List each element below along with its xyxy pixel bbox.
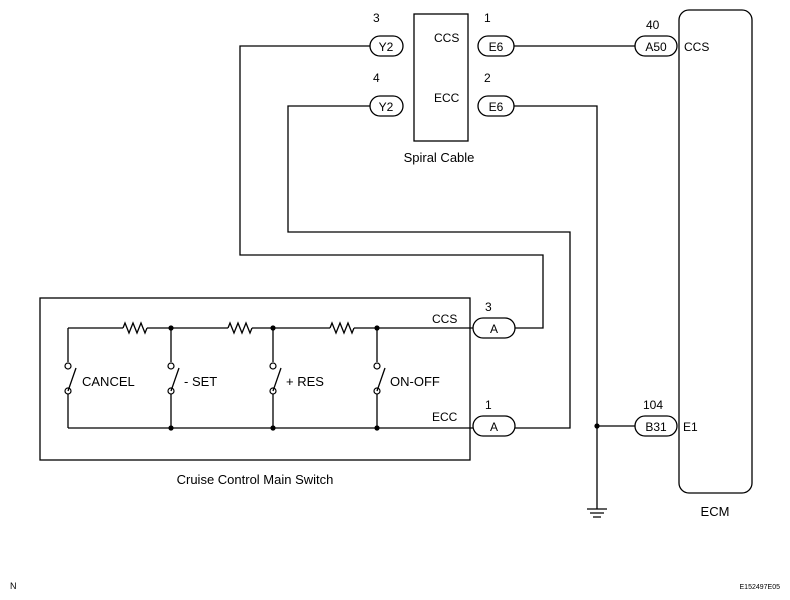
ecm-e1-pin-number: 104 [643, 398, 663, 412]
a-ecc-pin-number: 1 [485, 398, 492, 412]
corner-mark-left: N [10, 581, 17, 591]
y2-ecc-connector-label: Y2 [379, 100, 394, 114]
resistor-2 [227, 321, 253, 335]
a-ccs-connector-label: A [490, 322, 498, 336]
ecm-box [678, 9, 753, 494]
main-switch-pin-ecc: ECC [432, 410, 458, 424]
y2-ecc-pin-number: 4 [373, 71, 380, 85]
figure-code: E152497E05 [740, 584, 781, 591]
resistor-1 [122, 321, 148, 335]
ecm-pin-ccs: CCS [684, 40, 709, 54]
ecm-ccs-pin-number: 40 [646, 18, 660, 32]
a-ecc-connector-label: A [490, 420, 498, 434]
ground-symbol [587, 508, 607, 518]
switch-res-label: + RES [286, 374, 324, 389]
resistor-3 [329, 321, 355, 335]
switch-top-rail [68, 321, 473, 335]
ecm-label: ECM [701, 504, 730, 519]
switch-set [167, 328, 180, 428]
spiral-pin-ccs: CCS [434, 31, 459, 45]
junction-dots [168, 325, 600, 431]
main-switch-box [39, 297, 471, 461]
spiral-pin-ecc: ECC [434, 91, 460, 105]
a-ecc-connector [472, 415, 516, 437]
switch-set-label: - SET [184, 374, 217, 389]
main-switch-pin-ccs: CCS [432, 312, 457, 326]
e6-ccs-pin-number: 1 [484, 11, 491, 25]
main-switch-label: Cruise Control Main Switch [177, 472, 334, 487]
y2-ccs-connector-label: Y2 [379, 40, 394, 54]
e6-ecc-pin-number: 2 [484, 71, 491, 85]
spiral-cable-box [413, 13, 469, 142]
y2-ccs-pin-number: 3 [373, 11, 380, 25]
e6-ccs-connector-label: E6 [489, 40, 504, 54]
switch-res [269, 328, 282, 428]
switch-on-off-label: ON-OFF [390, 374, 440, 389]
b31-connector-label: B31 [645, 420, 667, 434]
e6-ecc-connector-label: E6 [489, 100, 504, 114]
wire-ecc-switch [287, 105, 571, 429]
a50-connector-label: A50 [645, 40, 667, 54]
spiral-cable-label: Spiral Cable [404, 150, 475, 165]
switch-on-off [373, 328, 386, 428]
ecm-pin-e1: E1 [683, 420, 698, 434]
switch-cancel-label: CANCEL [82, 374, 135, 389]
switch-cancel [64, 328, 77, 428]
wire-ecc-ground [514, 105, 598, 509]
wire-ccs-switch [239, 45, 544, 329]
a-ccs-pin-number: 3 [485, 300, 492, 314]
